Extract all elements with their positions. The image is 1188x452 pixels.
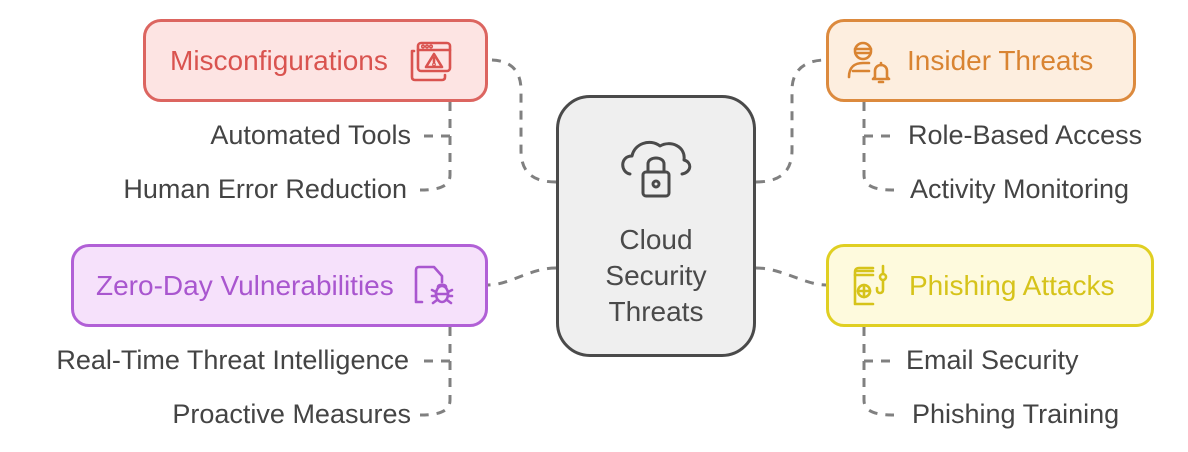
- connector-email-security: [862, 327, 895, 417]
- leaf-proactive-measures: Proactive Measures: [172, 399, 411, 429]
- browser-warning-icon: [406, 37, 454, 85]
- connector-automated-tools: [419, 102, 452, 192]
- leaf-email-security: Email Security: [906, 345, 1079, 375]
- branch-zero-day[interactable]: Zero-Day Vulnerabilities: [71, 244, 488, 327]
- file-bug-icon: [408, 262, 456, 310]
- connector-role-based: [862, 102, 895, 192]
- branch-label: Misconfigurations: [170, 44, 388, 76]
- leaf-activity-monitoring: Activity Monitoring: [910, 174, 1130, 204]
- leaf-role-based-access: Role-Based Access: [908, 120, 1143, 150]
- branch-label: Phishing Attacks: [909, 269, 1115, 301]
- connector-phishing: [755, 266, 827, 287]
- leaf-real-time-threat-intelligence: Real-Time Threat Intelligence: [56, 345, 409, 375]
- center-title: Cloud Security Threats: [605, 224, 707, 327]
- center-node[interactable]: Cloud Security Threats: [556, 95, 756, 357]
- cloud-lock-icon: [616, 136, 696, 208]
- leaf-automated-tools: Automated Tools: [210, 120, 411, 150]
- branch-label: Zero-Day Vulnerabilities: [96, 269, 394, 301]
- connector-misconfigurations: [489, 58, 557, 184]
- branch-insider-threats[interactable]: Insider Threats: [826, 19, 1136, 102]
- user-alert-icon: [845, 37, 893, 85]
- branch-phishing[interactable]: Phishing Attacks: [826, 244, 1154, 327]
- leaf-human-error-reduction: Human Error Reduction: [123, 174, 407, 204]
- phishing-hook-icon: [847, 262, 895, 310]
- leaf-phishing-training: Phishing Training: [912, 399, 1120, 429]
- connector-insider-threats: [755, 58, 827, 184]
- connector-zero-day: [487, 266, 557, 287]
- branch-label: Insider Threats: [907, 44, 1094, 76]
- connector-real-time: [419, 327, 452, 417]
- branch-misconfigurations[interactable]: Misconfigurations: [143, 19, 488, 102]
